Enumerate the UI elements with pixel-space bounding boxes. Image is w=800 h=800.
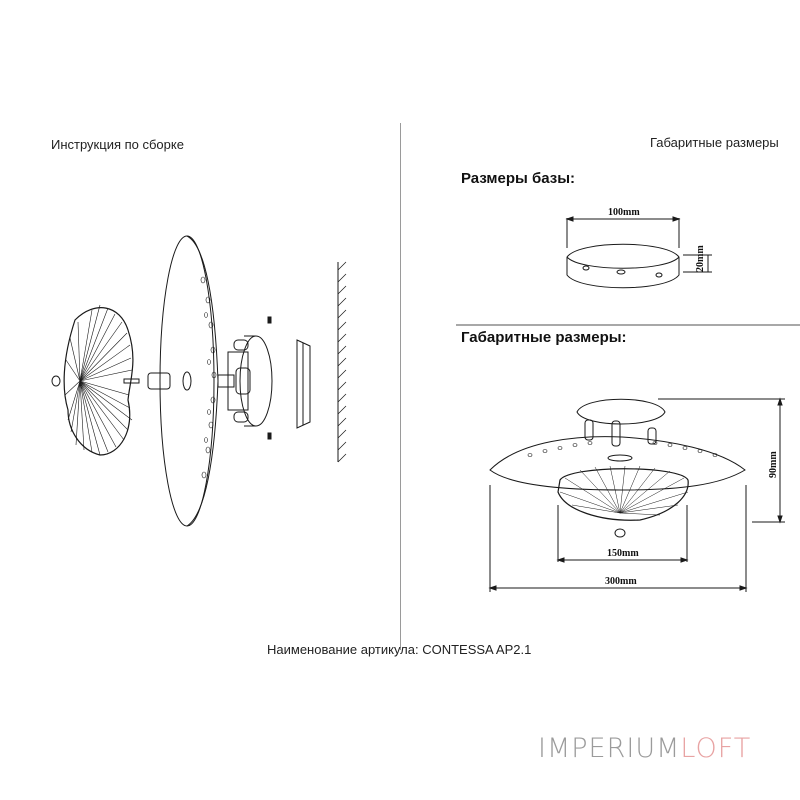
base-height-label: 20mm [695, 245, 706, 272]
article-name: Наименование артикула: CONTESSA AP2.1 [267, 642, 532, 657]
mount-screw-top [267, 316, 272, 324]
ceiling-base [227, 335, 273, 427]
base-width-label: 100mm [608, 207, 640, 218]
ribbed-shade [63, 304, 134, 456]
base-dimensions-heading: Размеры базы: [461, 170, 576, 187]
end-cap-icon [51, 375, 61, 387]
horizontal-divider [456, 324, 800, 326]
mounting-bracket [296, 339, 311, 429]
brand-logo-part1: IMPERIUM [538, 733, 681, 764]
brand-logo: IMPERIUMLOFT [538, 733, 751, 764]
mount-screw-bottom [267, 432, 272, 440]
wall-surface [337, 261, 347, 463]
overall-dimensions-heading: Габаритные размеры: [461, 329, 627, 346]
spacer-tube [147, 372, 171, 390]
height-label: 90mm [768, 451, 779, 478]
connector-screw [123, 378, 140, 384]
threaded-nipple [217, 374, 235, 388]
brand-logo-part2: LOFT [680, 733, 752, 764]
assembly-instructions-title: Инструкция по сборке [51, 137, 184, 152]
inner-width-label: 150mm [607, 548, 639, 559]
overall-dimensions-title: Габаритные размеры [650, 135, 779, 150]
outer-width-label: 300mm [605, 576, 637, 587]
vertical-divider [400, 123, 401, 650]
